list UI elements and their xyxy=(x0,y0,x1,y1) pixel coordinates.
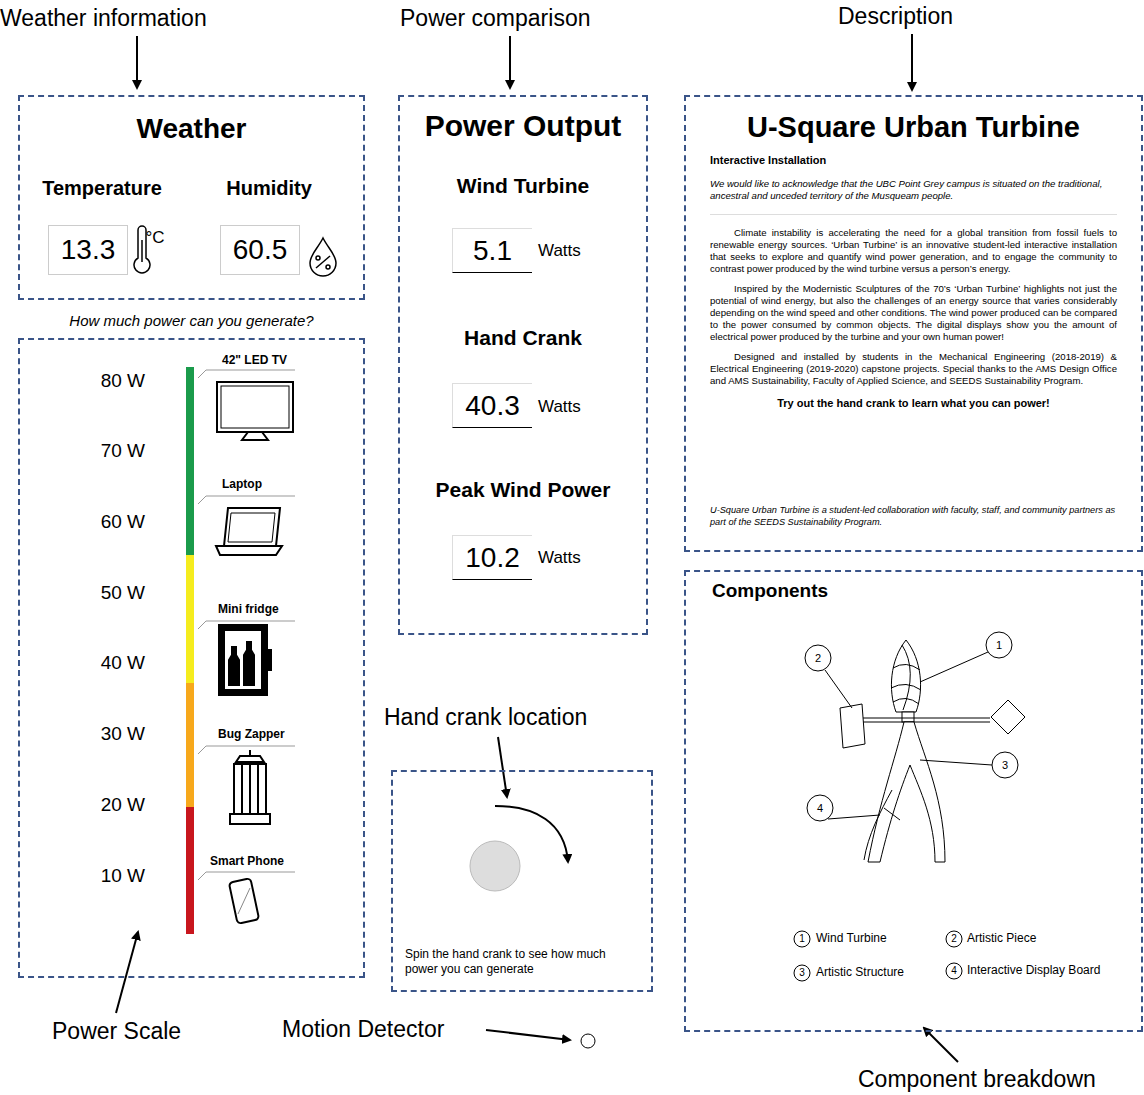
scale-tick: 80 W xyxy=(101,370,145,392)
scale-tick: 40 W xyxy=(101,652,145,674)
scale-tick: 70 W xyxy=(101,440,145,462)
motion-detector xyxy=(581,1034,595,1048)
turbine-drawing xyxy=(794,632,1025,981)
annotation: Hand crank location xyxy=(384,704,587,730)
callout-number: 1 xyxy=(996,639,1002,652)
node-body-text: U-Square Urban Turbine is a student-led … xyxy=(710,505,1117,528)
power-scale-panel: How much power can you generate? xyxy=(18,338,365,978)
power-scale-bar xyxy=(186,367,194,934)
appliance-name: 42" LED TV xyxy=(222,354,287,368)
output-heading: Peak Wind Power xyxy=(436,478,611,502)
unit-label: Watts xyxy=(538,397,581,417)
hand-crank-panel: Spin the hand crank to see how much powe… xyxy=(391,770,653,992)
value-box: 13.3 xyxy=(48,225,128,275)
node-text: 40.3 xyxy=(465,390,520,422)
node-text: 13.3 xyxy=(61,234,116,266)
node-text: 5.1 xyxy=(473,235,512,267)
callout-number: 4 xyxy=(817,802,823,815)
unit-label: °C xyxy=(145,228,164,248)
node-text: U-Square Urban Turbine xyxy=(710,111,1117,144)
sensor-heading: Temperature xyxy=(42,177,162,200)
value-box: 40.3 xyxy=(452,383,532,428)
scale-leaders xyxy=(198,370,295,880)
appliance-name: Bug Zapper xyxy=(218,728,285,742)
scale-tick: 20 W xyxy=(101,794,145,816)
annotation: Power Scale xyxy=(52,1018,181,1044)
node-text: 60.5 xyxy=(233,234,288,266)
value-box: 5.1 xyxy=(452,228,532,273)
sensor-heading: Humidity xyxy=(226,177,312,200)
scale-tick: 50 W xyxy=(101,582,145,604)
annotation: Motion Detector xyxy=(282,1016,444,1042)
key-number: 1 xyxy=(799,933,805,945)
part-name: Wind Turbine xyxy=(816,932,887,946)
annotation: Weather information xyxy=(0,5,207,31)
annotation: Component breakdown xyxy=(858,1066,1096,1092)
part-name: Artistic Structure xyxy=(816,966,904,980)
annotation: Power comparison xyxy=(400,5,590,31)
callout-number: 2 xyxy=(815,652,821,665)
components-panel: Components xyxy=(684,570,1143,1032)
node-text: 10.2 xyxy=(465,542,520,574)
key-number: 4 xyxy=(951,965,957,977)
node-text: How much power can you generate? xyxy=(20,312,363,329)
node-body-text: Designed and installed by students in th… xyxy=(710,351,1117,387)
appliance-name: Mini fridge xyxy=(218,603,279,617)
unit-label: Watts xyxy=(538,241,581,261)
unit-label: Watts xyxy=(538,548,581,568)
annotation: Description xyxy=(838,3,953,29)
appliance-name: Smart Phone xyxy=(210,855,284,869)
hand-crank xyxy=(470,806,568,891)
node-body-text: We would like to acknowledge that the UB… xyxy=(710,178,1117,215)
output-heading: Wind Turbine xyxy=(457,174,589,198)
part-name: Interactive Display Board xyxy=(967,964,1100,978)
key-number: 3 xyxy=(799,967,805,979)
node-body-text: Interactive Installation xyxy=(710,154,1117,166)
node-text: Power Output xyxy=(400,109,646,143)
scale-tick: 30 W xyxy=(101,723,145,745)
node-text: Components xyxy=(712,580,1141,602)
callout-number: 3 xyxy=(1002,759,1008,772)
node-text: Spin the hand crank to see how much powe… xyxy=(405,947,641,978)
description-panel: U-Square Urban TurbineInteractive Instal… xyxy=(684,95,1143,552)
scale-tick: 10 W xyxy=(101,865,145,887)
node-body-text: Climate instability is accelerating the … xyxy=(710,227,1117,275)
node-body-text: Inspired by the Modernistic Sculptures o… xyxy=(710,283,1117,343)
weather-icons xyxy=(134,226,336,276)
output-heading: Hand Crank xyxy=(464,326,582,350)
node-body-text: Try out the hand crank to learn what you… xyxy=(710,397,1117,409)
value-box: 60.5 xyxy=(220,225,300,275)
part-name: Artistic Piece xyxy=(967,932,1036,946)
key-number: 2 xyxy=(951,933,957,945)
appliance-name: Laptop xyxy=(222,478,262,492)
value-box: 10.2 xyxy=(452,535,532,580)
scale-tick: 60 W xyxy=(101,511,145,533)
node-text: Weather xyxy=(20,113,363,145)
appliance-icons xyxy=(216,382,293,924)
